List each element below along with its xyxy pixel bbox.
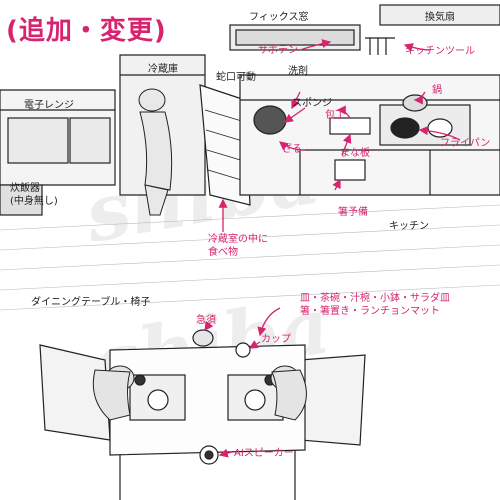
label-kitchen-tools: キッチンツール — [405, 46, 475, 57]
dining-set — [39, 329, 366, 500]
kitchen-counter — [0, 4, 500, 216]
label-kyusu: 急須 — [196, 315, 216, 326]
label-faucet: 蛇口可動 — [216, 72, 256, 83]
figure-at-fridge — [138, 88, 173, 216]
label-tableware-2: 箸・箸置き・ランチョンマット — [300, 306, 440, 317]
label-cup: カップ — [261, 334, 291, 345]
label-knife: 包丁 — [325, 110, 345, 121]
label-rice-cooker-note: (中身無し) — [10, 196, 58, 207]
label-colander: ざる — [282, 144, 302, 155]
label-fix-window: フィックス窓 — [249, 12, 309, 23]
label-cutting-board: まな板 — [340, 148, 370, 159]
label-microwave: 電子レンジ — [24, 100, 74, 111]
label-vent-fan: 換気扇 — [425, 12, 455, 23]
label-fridge: 冷蔵庫 — [148, 64, 178, 75]
label-chopsticks-spare: 箸予備 — [338, 207, 368, 218]
floor-lines — [0, 204, 500, 311]
label-kitchen: キッチン — [389, 221, 429, 232]
label-detergent: 洗剤 — [288, 66, 308, 77]
label-dining: ダイニングテーブル・椅子 — [31, 297, 151, 308]
seated-figures — [92, 365, 307, 421]
label-sponge: スポンジ — [292, 98, 332, 109]
label-ai-speaker: AIスピーカー — [234, 448, 294, 459]
label-frying-pan: フライパン — [440, 138, 491, 149]
label-pot: 鍋 — [432, 85, 442, 96]
page-title: (追加・変更) — [6, 16, 167, 46]
label-tableware: 皿・茶碗・汁椀・小鉢・サラダ皿 — [300, 293, 450, 304]
label-fridge-food: 冷蔵室の中に — [208, 234, 268, 245]
label-cactus: サボテン — [258, 45, 298, 56]
annotation-arrows — [204, 39, 461, 458]
label-fridge-food-2: 食べ物 — [208, 247, 238, 258]
label-rice-cooker: 炊飯器 — [10, 183, 40, 194]
